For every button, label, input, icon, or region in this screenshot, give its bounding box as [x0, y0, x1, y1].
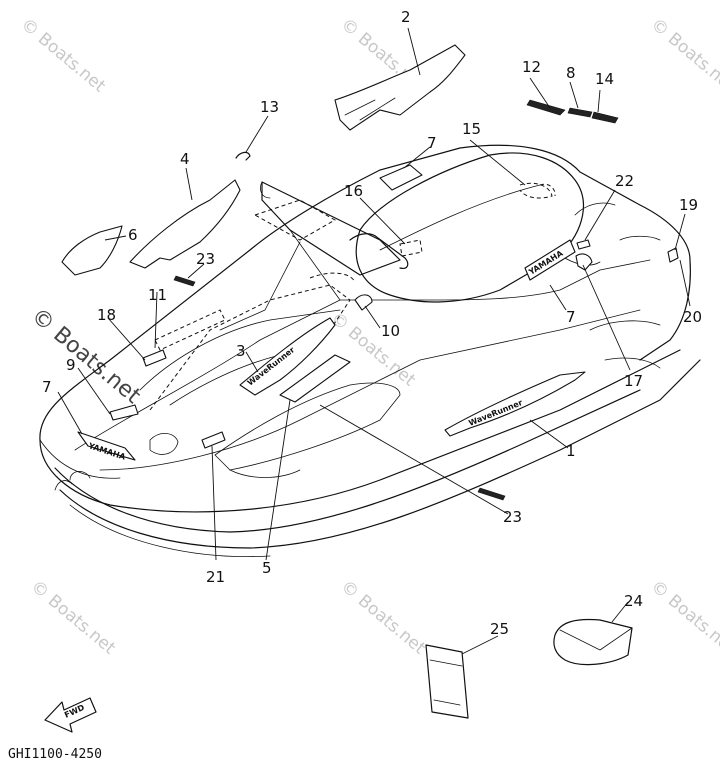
callout-6: 6 — [128, 226, 138, 244]
watermark: © Boats.net — [647, 577, 720, 659]
decal-8 — [567, 107, 593, 118]
callout-12: 12 — [522, 58, 541, 76]
callout-23-top: 23 — [196, 250, 215, 268]
callout-3: 3 — [236, 342, 246, 360]
decal-14 — [591, 111, 619, 124]
callout-15: 15 — [462, 120, 481, 138]
callout-7-top: 7 — [427, 134, 437, 152]
decal-10 — [354, 294, 373, 311]
callout-13: 13 — [260, 98, 279, 116]
decal-4 — [129, 179, 241, 269]
decals: YAMAHA YAMAHA WaveRunner WaveRunner — [61, 44, 679, 501]
fwd-label: FWD — [63, 703, 86, 720]
diagram-code: GHI1100-4250 — [8, 747, 102, 762]
decal-15 — [539, 183, 556, 197]
callout-7-rear: 7 — [566, 308, 576, 326]
callout-11: 11 — [148, 286, 167, 304]
part-13 — [235, 151, 251, 161]
callout-1: 1 — [566, 442, 576, 460]
callout-25: 25 — [490, 620, 509, 638]
decal-2 — [334, 44, 466, 131]
callout-2: 2 — [401, 8, 411, 26]
callout-20: 20 — [683, 308, 702, 326]
decal-5 — [279, 354, 351, 403]
watermark: © Boats.net — [327, 309, 420, 391]
callout-7-front: 7 — [42, 378, 52, 396]
jet-ski-hull — [39, 144, 701, 557]
callout-9: 9 — [66, 356, 76, 374]
decal-19 — [667, 247, 679, 263]
callout-18: 18 — [97, 306, 116, 324]
callout-17: 17 — [624, 372, 643, 390]
callout-16: 16 — [344, 182, 363, 200]
watermark: © Boats.net — [337, 577, 430, 659]
decal-7-brand-front: YAMAHA — [77, 431, 136, 462]
callout-14: 14 — [595, 70, 614, 88]
decal-22 — [576, 239, 591, 250]
callout-numbers: 2 13 4 6 7 15 12 8 14 16 23 11 18 9 7 3 … — [42, 8, 702, 638]
watermark: © Boats.net — [647, 15, 720, 97]
decal-12 — [526, 99, 566, 116]
callout-4: 4 — [180, 150, 190, 168]
callout-19: 19 — [679, 196, 698, 214]
decal-7-brand-rear: YAMAHA — [524, 239, 576, 281]
watermark: © Boats.net — [27, 577, 120, 659]
callout-21: 21 — [206, 568, 225, 586]
callout-10: 10 — [381, 322, 400, 340]
watermark: © Boats.net — [17, 15, 110, 97]
decal-9 — [109, 404, 139, 421]
callout-24: 24 — [624, 592, 643, 610]
forward-arrow-icon: FWD — [44, 697, 97, 733]
part-24-pouch — [553, 618, 633, 666]
callout-5: 5 — [262, 559, 272, 577]
callout-23-bottom: 23 — [503, 508, 522, 526]
callout-22: 22 — [615, 172, 634, 190]
decal-16 — [399, 239, 423, 257]
leader-lines — [57, 27, 691, 655]
decal-17 — [575, 253, 593, 271]
decal-21 — [201, 431, 226, 449]
decal-1-model: WaveRunner — [444, 371, 586, 437]
decal-6 — [61, 225, 123, 276]
decal-23-bottom — [477, 487, 506, 501]
brand-text: YAMAHA — [526, 248, 565, 277]
callout-8: 8 — [566, 64, 576, 82]
part-25-bag — [425, 644, 469, 719]
decal-18 — [142, 349, 167, 367]
decal-23-top — [173, 275, 196, 287]
decal-7-top — [379, 164, 423, 191]
